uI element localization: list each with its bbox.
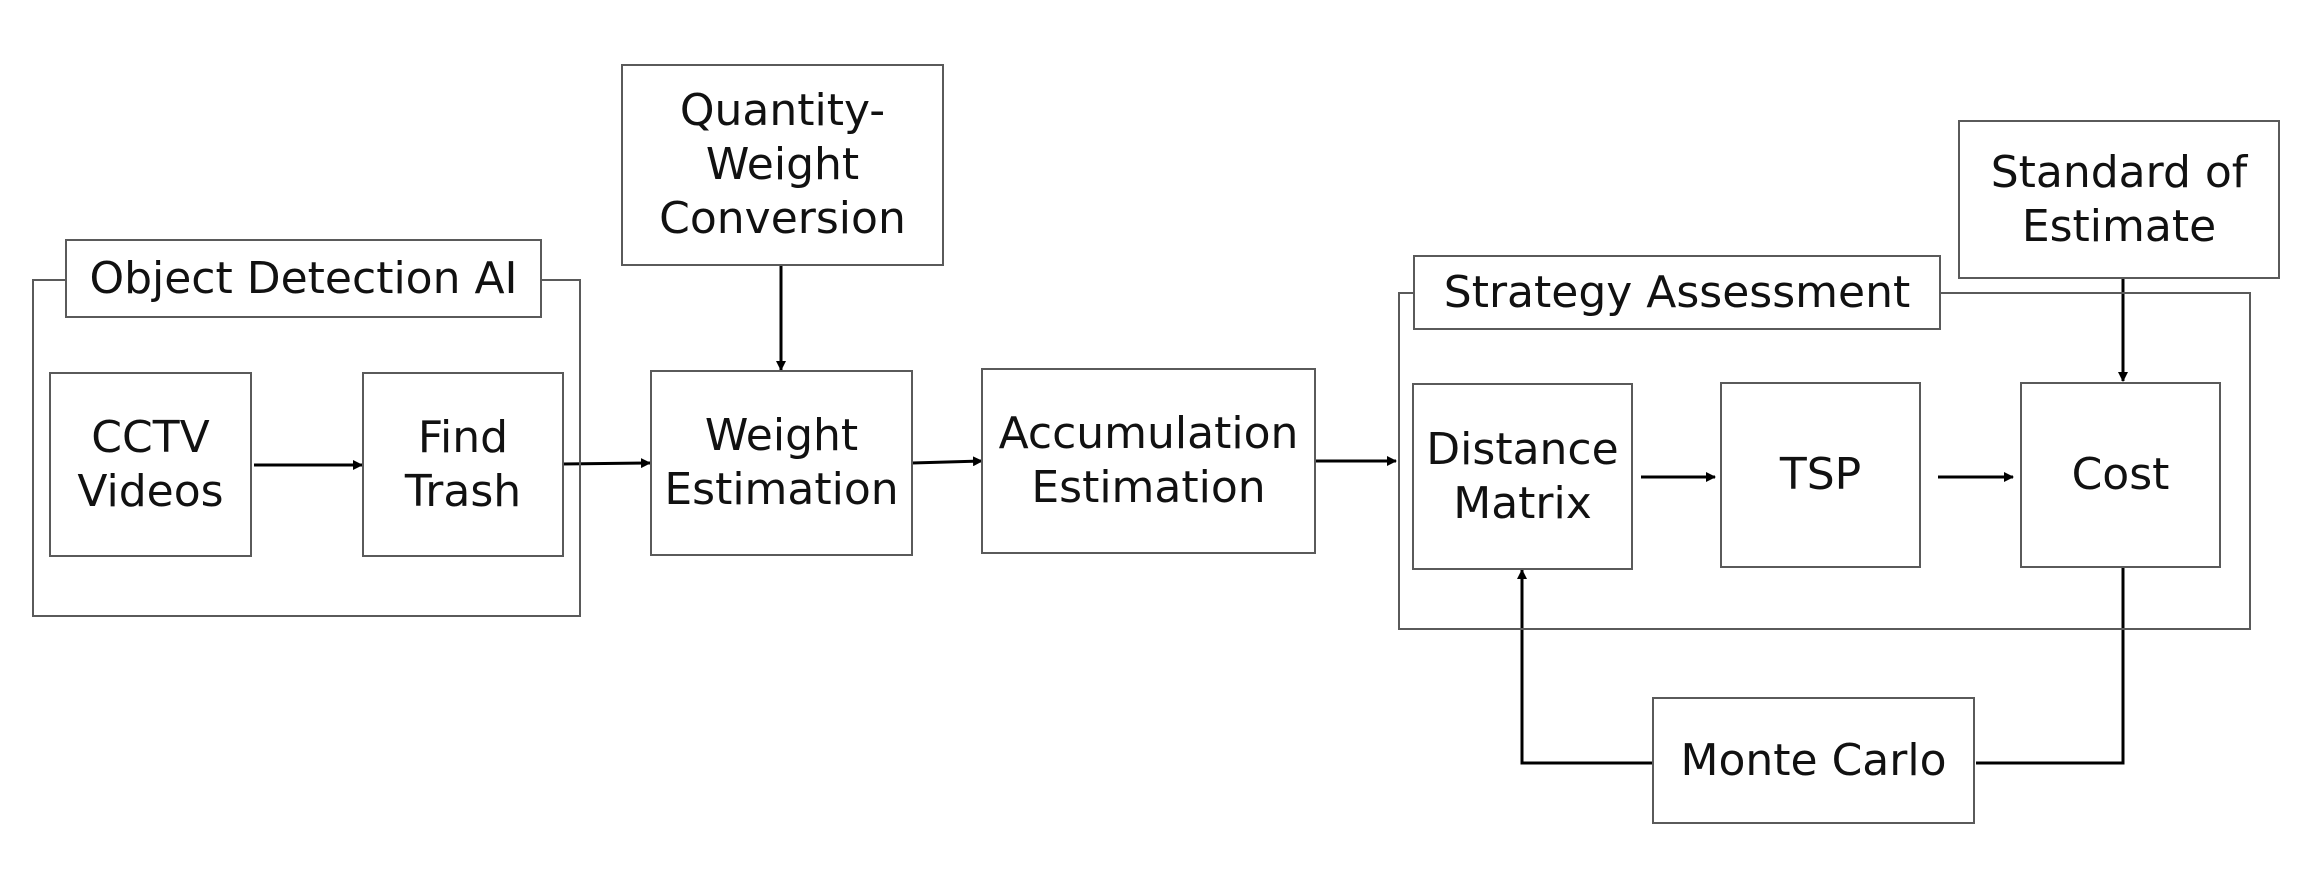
distance-matrix-line-2: Matrix xyxy=(1453,477,1592,529)
tsp-box: TSP xyxy=(1720,382,1921,568)
cctv-videos-box: CCTV Videos xyxy=(49,372,252,557)
find-trash-box: Find Trash xyxy=(362,372,564,557)
quantity-weight-conversion-box: Quantity- Weight Conversion xyxy=(621,64,944,266)
accumulation-estimation-box: Accumulation Estimation xyxy=(981,368,1316,554)
monte-carlo-box: Monte Carlo xyxy=(1652,697,1975,824)
cost-box: Cost xyxy=(2020,382,2221,568)
weight-estimation-box: Weight Estimation xyxy=(650,370,913,556)
quantity-weight-line-1: Quantity- xyxy=(679,85,886,136)
distance-matrix-line-1: Distance xyxy=(1426,423,1619,475)
find-trash-line-1: Find xyxy=(417,411,509,463)
standard-of-estimate-line-1: Standard of xyxy=(1990,146,2248,198)
cctv-videos-line-2: Videos xyxy=(77,465,224,517)
accumulation-estimation-line-2: Estimation xyxy=(1031,462,1266,513)
object-detection-title: Object Detection AI xyxy=(65,239,542,318)
monte-carlo-label: Monte Carlo xyxy=(1680,734,1947,786)
distance-matrix-box: Distance Matrix xyxy=(1412,383,1633,570)
weight-estimation-line-1: Weight xyxy=(704,410,859,461)
strategy-assessment-title: Strategy Assessment xyxy=(1413,255,1941,330)
arrow-find-trash-to-weight-estimation xyxy=(561,458,651,469)
accumulation-estimation-line-1: Accumulation xyxy=(998,408,1299,459)
standard-of-estimate-box: Standard of Estimate xyxy=(1958,120,2280,279)
cctv-videos-line-1: CCTV xyxy=(91,411,210,463)
arrow-monte-carlo-to-distance-matrix xyxy=(1517,569,1653,765)
arrow-weight-to-accumulation xyxy=(911,456,983,467)
find-trash-line-2: Trash xyxy=(404,465,522,517)
quantity-weight-line-3: Conversion xyxy=(659,193,906,244)
line-cost-to-monte-carlo xyxy=(1976,567,2125,765)
quantity-weight-line-2: Weight xyxy=(705,139,860,190)
standard-of-estimate-line-2: Estimate xyxy=(2021,200,2217,252)
weight-estimation-line-2: Estimation xyxy=(664,464,899,515)
tsp-label: TSP xyxy=(1779,449,1862,500)
cost-label: Cost xyxy=(2071,449,2170,500)
